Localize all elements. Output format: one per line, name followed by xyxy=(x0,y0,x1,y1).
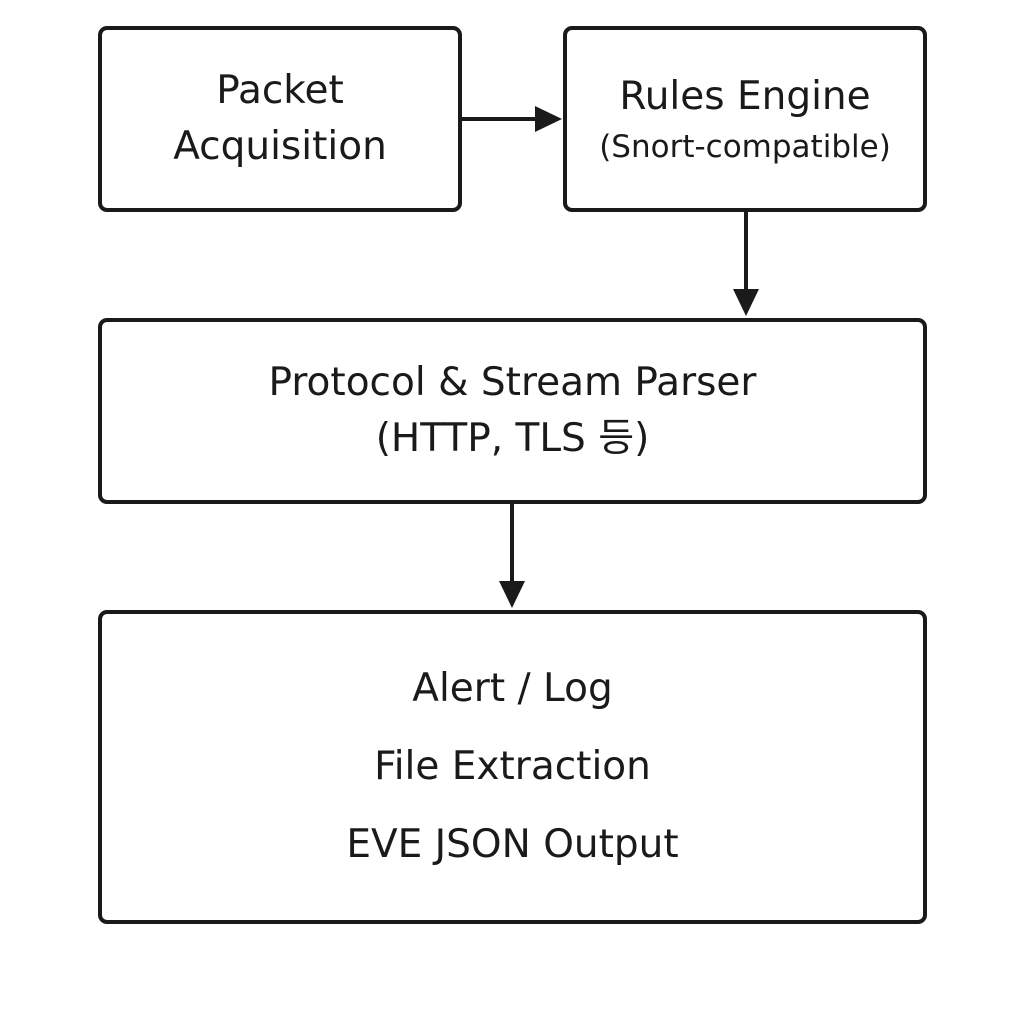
output-item-eve-json: EVE JSON Output xyxy=(346,822,679,867)
packet-acquisition-line1: Packet xyxy=(216,68,344,113)
arrow-rules-to-parser xyxy=(733,212,759,316)
arrow-packet-to-rules xyxy=(462,106,562,132)
output-item-file-extraction: File Extraction xyxy=(374,744,651,789)
packet-acquisition-box: Packet Acquisition xyxy=(98,26,462,212)
rules-engine-title: Rules Engine xyxy=(619,74,871,119)
protocol-parser-box: Protocol & Stream Parser (HTTP, TLS 등) xyxy=(98,318,927,504)
rules-engine-subtitle: (Snort-compatible) xyxy=(599,129,891,165)
output-item-alert-log: Alert / Log xyxy=(412,666,613,711)
packet-acquisition-line2: Acquisition xyxy=(173,124,387,169)
protocol-parser-title: Protocol & Stream Parser xyxy=(268,360,757,405)
protocol-parser-subtitle: (HTTP, TLS 등) xyxy=(375,416,650,461)
output-box: Alert / Log File Extraction EVE JSON Out… xyxy=(98,610,927,924)
arrow-parser-to-output xyxy=(499,504,525,608)
rules-engine-box: Rules Engine (Snort-compatible) xyxy=(563,26,927,212)
